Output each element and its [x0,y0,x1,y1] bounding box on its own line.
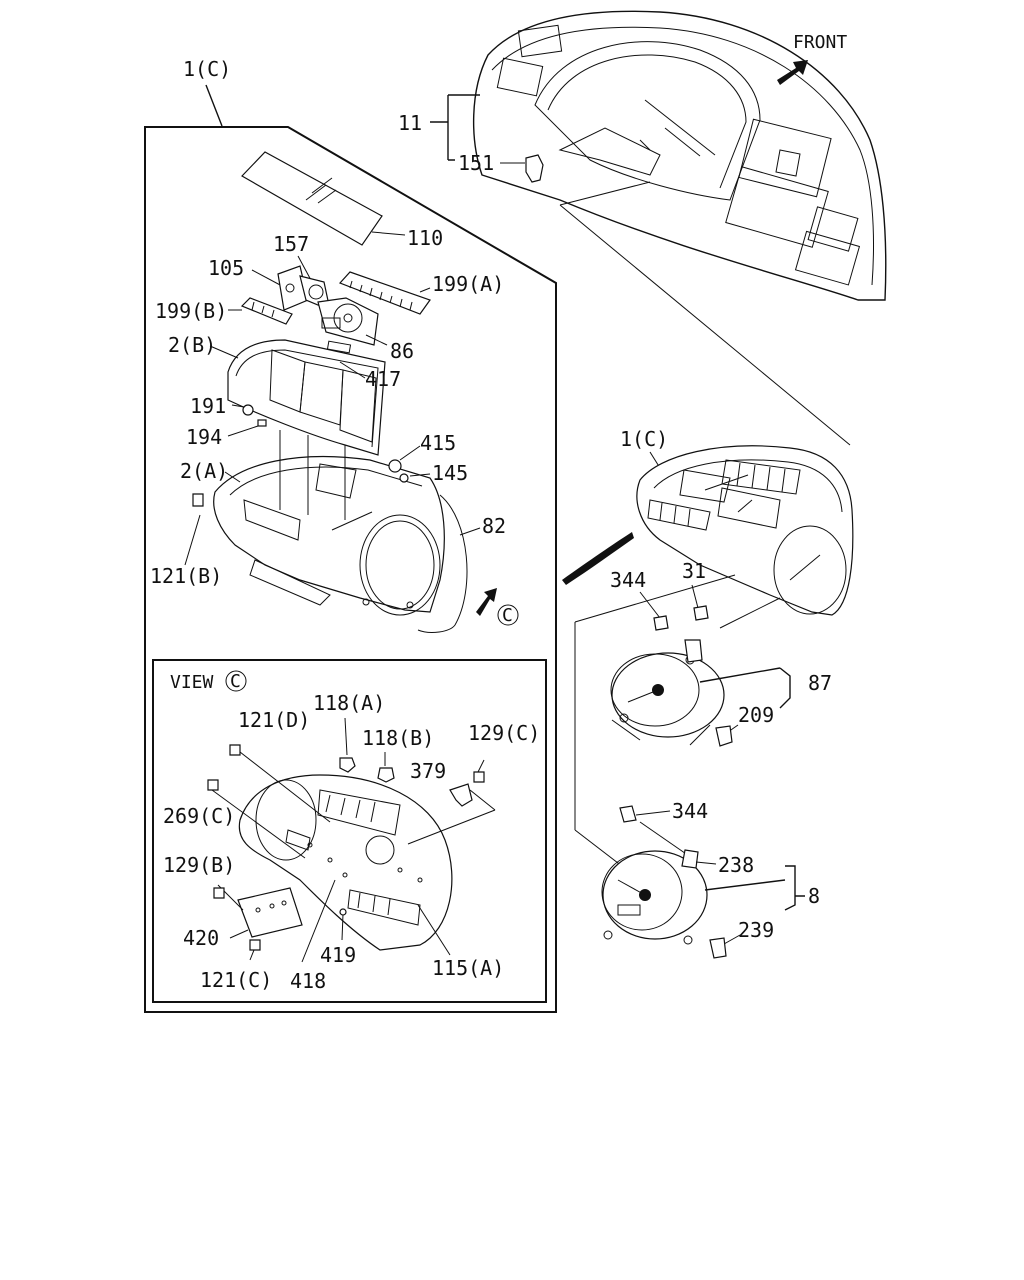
callout-238: 238 [718,853,754,877]
callout-115a: 115(A) [432,956,504,980]
gauge-8 [601,849,708,945]
callout-121c: 121(C) [200,968,272,992]
callout-269c: 269(C) [163,804,235,828]
callout-121d: 121(D) [238,708,310,732]
clip-151 [525,154,544,183]
callout-129b: 129(B) [163,853,235,877]
lens-110 [241,151,383,246]
bracket-379 [449,783,473,807]
callout-121b: 121(B) [150,564,222,588]
callout-8: 8 [808,884,820,908]
screw-344-upper [653,615,669,631]
callout-105: 105 [208,256,244,280]
indicator-strip-199b [240,297,293,325]
callout-118a: 118(A) [313,691,385,715]
bulb-239 [709,937,727,959]
cluster-assembly [636,445,854,616]
callout-419: 419 [320,943,356,967]
view-c-arrow-icon [476,588,497,616]
callout-417: 417 [365,367,401,391]
callout-344-lower: 344 [672,799,708,823]
callout-379: 379 [410,759,446,783]
screw-121c [249,939,261,951]
callout-418: 418 [290,969,326,993]
screw-121d [229,744,241,756]
callout-129c: 129(C) [468,721,540,745]
assembly-frame [144,126,557,1013]
callout-191: 191 [190,394,226,418]
dashboard-panel [472,10,887,446]
screw-191 [242,404,254,416]
panel-2b [227,339,386,456]
cluster-rear [238,774,453,951]
callout-87: 87 [808,671,832,695]
view-c-marker [497,604,519,626]
callout-118b: 118(B) [362,726,434,750]
screw-344-lower [619,805,637,823]
gauge-87 [610,639,725,746]
front-label: FRONT [793,32,847,53]
view-label-marker-letter: C [230,671,241,692]
callout-31: 31 [682,559,706,583]
bulb-209 [715,725,733,747]
gauge-face-86 [317,297,379,354]
callout-157: 157 [273,232,309,256]
nut-118a [339,757,356,773]
front-arrow-icon [777,60,808,85]
housing-2a [213,430,468,633]
view-c-marker-letter: C [502,605,513,626]
callout-209: 209 [738,703,774,727]
callout-82: 82 [482,514,506,538]
callout-344-upper: 344 [610,568,646,592]
callout-1c-right: 1(C) [620,427,668,451]
callout-1c-top: 1(C) [183,57,231,81]
screw-194 [257,419,267,427]
screw-129c [473,771,485,783]
callout-420: 420 [183,926,219,950]
callout-199b: 199(B) [155,299,227,323]
callout-2b: 2(B) [168,333,216,357]
bulb-419 [339,908,347,916]
screw-121b [192,493,204,507]
bulb-145 [399,473,409,483]
callout-11: 11 [398,111,422,135]
callout-86: 86 [390,339,414,363]
view-arrow-arc [562,532,634,585]
callout-194: 194 [186,425,222,449]
callout-415: 415 [420,431,456,455]
connector-420 [237,887,303,938]
callout-2a: 2(A) [180,459,228,483]
view-label: VIEW [170,672,214,693]
screw-31 [693,605,709,621]
view-label-marker [225,670,247,692]
indicator-strip-199a [338,271,431,315]
callout-199a: 199(A) [432,272,504,296]
screw-269c [207,779,219,791]
callout-239: 239 [738,918,774,942]
callout-151: 151 [458,151,494,175]
screw-129b [213,887,225,899]
callout-110: 110 [407,226,443,250]
view-c-frame [152,659,547,1003]
bulb-415 [388,459,402,473]
callout-145: 145 [432,461,468,485]
nut-118b [377,767,395,783]
